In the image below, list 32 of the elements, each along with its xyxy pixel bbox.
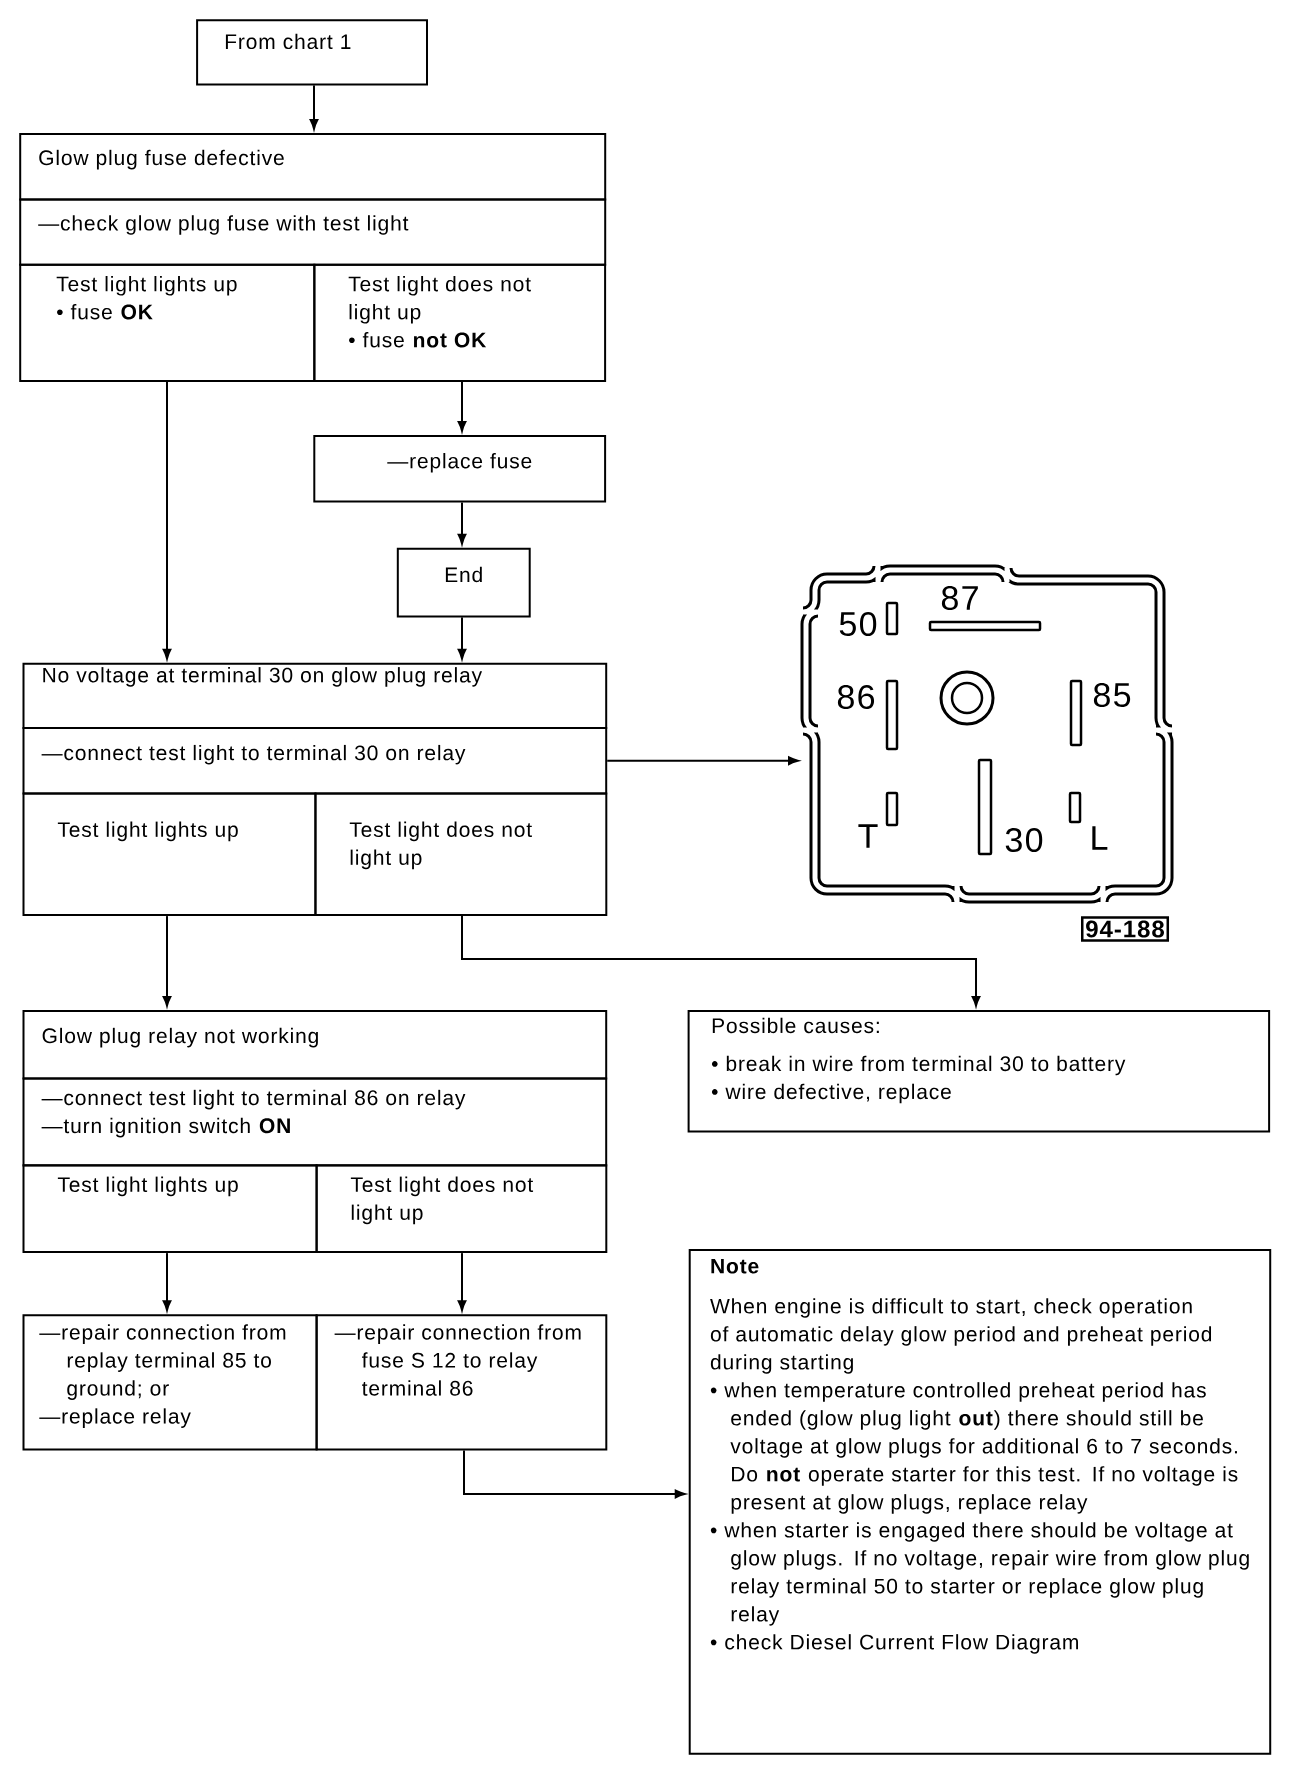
arrow [162,915,172,1007]
arrow [162,380,172,660]
arrow [461,915,981,1007]
arrow [457,501,467,545]
arrow [162,1252,172,1311]
causes-box: Possible causes: • break in wire from terminal 30 to battery • wire defective, replace [687,1009,1271,1133]
arrow [457,380,467,432]
process-box: —replace fuse [313,435,607,503]
relay-drawing: 50 87 86 85 T 30 L [797,560,1178,908]
process-box: Test light lights up • fuse OK [19,263,316,382]
process-box: —connect test light to terminal 30 on relay [22,727,608,795]
arrow [457,1252,467,1311]
process-box: Test light lights up [22,1164,318,1254]
figure-number: 94-188 [1081,916,1170,942]
arrow [606,756,799,765]
process-box: Glow plug relay not working [22,1009,608,1080]
process-box: No voltage at terminal 30 on glow plug relay [22,662,608,729]
note-box: Note When engine is difficult to start, check operation of automatic delay glow period and preheat period during starting • when temperature controlled preheat period has ended (glow plug light out) there should still be voltage at glow plugs for additional 6 to 7 seconds. Do not operate starter for this test. If no voltage is present at glow plugs, replace relay • when starter is engaged there should be voltage at glow plugs. If no voltage, repair wire from glow plug relay terminal 50 to starter or replace glow plug relay • check Diesel Current Flow Diagram [688,1248,1272,1755]
process-box: —check glow plug fuse with test light [19,198,607,266]
start-box: From chart 1 [196,19,428,86]
arrow [309,84,319,130]
arrow [457,616,467,660]
process-box: —connect test light to terminal 86 on relay —turn ignition switch ON [22,1077,608,1167]
process-box: Glow plug fuse defective [19,133,607,201]
process-box: Test light does not light up • fuse not OK [313,263,607,382]
process-box: Test light does not light up [314,792,608,917]
arrow [463,1449,686,1499]
end-box: End [396,547,531,618]
process-box: —repair connection from replay terminal 85 to ground; or —replace relay [22,1314,318,1451]
process-box: Test light does not light up [315,1164,608,1254]
process-box: —repair connection from fuse S 12 to relay terminal 86 [315,1314,608,1451]
process-box: Test light lights up [22,792,317,917]
